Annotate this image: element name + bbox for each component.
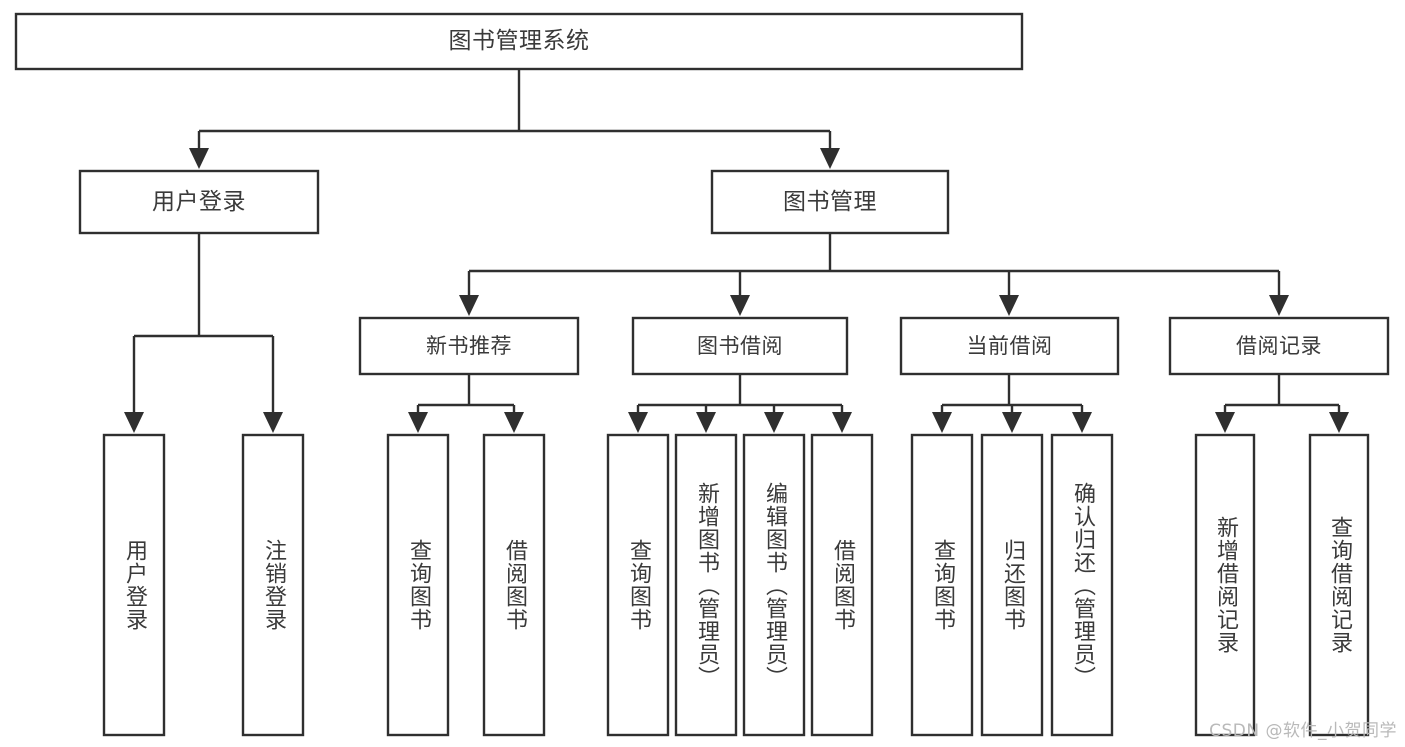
arrow-leaf-return-book (1002, 412, 1022, 433)
connector-root-to-level1 (189, 69, 840, 169)
arrow-book-manage (820, 148, 840, 169)
leaf-box-add-book[interactable] (674, 433, 738, 737)
leaf-box-edit-book[interactable] (742, 433, 806, 737)
leaf-box-user-logout[interactable] (241, 433, 305, 737)
leaf-box-user-login[interactable] (102, 433, 166, 737)
leaf-box-confirm-return[interactable] (1050, 433, 1114, 737)
connector-current-borrow-to-leaves (932, 374, 1092, 433)
connector-book-manage-to-level2 (459, 233, 1289, 316)
arrow-leaf-user-login (124, 412, 144, 433)
node-box-user-login[interactable] (78, 169, 320, 235)
node-box-borrow-record[interactable] (1168, 316, 1390, 376)
csdn-watermark: CSDN @软件_小贺同学 (1209, 721, 1397, 741)
arrow-user-login (189, 148, 209, 169)
arrow-borrow-record (1269, 295, 1289, 316)
arrow-leaf-borrow-book-2 (832, 412, 852, 433)
leaf-box-query-book-3[interactable] (910, 433, 974, 737)
node-box-new-book-recommend[interactable] (358, 316, 580, 376)
arrow-leaf-edit-book (764, 412, 784, 433)
leaf-box-return-book[interactable] (980, 433, 1044, 737)
leaf-box-query-book-2[interactable] (606, 433, 670, 737)
arrow-leaf-confirm-return (1072, 412, 1092, 433)
arrow-leaf-query-book-1 (408, 412, 428, 433)
arrow-leaf-user-logout (263, 412, 283, 433)
arrow-leaf-add-book (696, 412, 716, 433)
arrow-leaf-query-record (1329, 412, 1349, 433)
node-box-current-borrow[interactable] (899, 316, 1120, 376)
connector-user-login-to-leaves (124, 233, 283, 433)
connector-book-borrow-to-leaves (628, 374, 852, 433)
connector-borrow-record-to-leaves (1215, 374, 1349, 433)
node-box-book-borrow[interactable] (631, 316, 849, 376)
leaf-box-query-record[interactable] (1308, 433, 1370, 737)
leaf-box-borrow-book-2[interactable] (810, 433, 874, 737)
arrow-leaf-add-record (1215, 412, 1235, 433)
leaf-box-borrow-book-1[interactable] (482, 433, 546, 737)
connector-new-book-recommend-to-leaves (408, 374, 524, 433)
leaf-box-add-record[interactable] (1194, 433, 1256, 737)
leaf-box-query-book-1[interactable] (386, 433, 450, 737)
arrow-book-borrow (730, 295, 750, 316)
arrow-leaf-query-book-3 (932, 412, 952, 433)
arrow-new-book-recommend (459, 295, 479, 316)
arrow-leaf-query-book-2 (628, 412, 648, 433)
arrow-leaf-borrow-book-1 (504, 412, 524, 433)
node-box-book-manage[interactable] (710, 169, 950, 235)
node-box-root[interactable] (14, 12, 1024, 71)
arrow-current-borrow (999, 295, 1019, 316)
